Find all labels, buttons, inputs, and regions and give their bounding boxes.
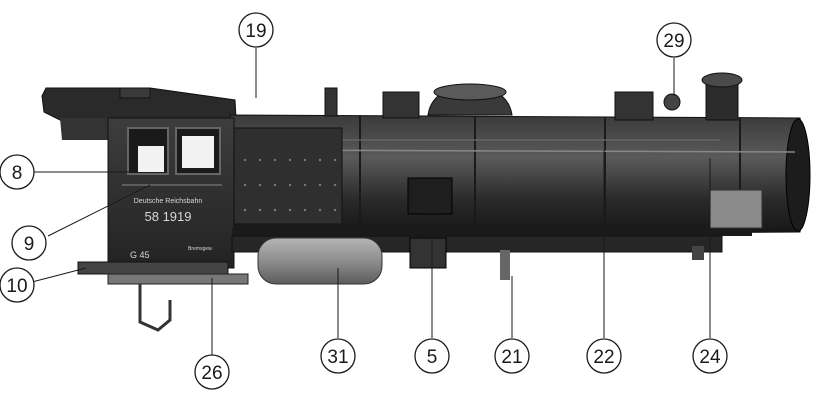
- top-fitting: [324, 87, 338, 117]
- callout-9-label: 9: [24, 234, 35, 255]
- coupling-hook: [138, 284, 172, 332]
- callout-21-label: 21: [501, 347, 522, 368]
- callout-26-label: 26: [201, 363, 222, 384]
- chimney-top: [701, 72, 743, 88]
- callout-8-label: 8: [12, 163, 23, 184]
- callouts: 19 29 8 9 10 26 31 5: [0, 12, 728, 390]
- front-box: [709, 189, 763, 229]
- smokebox-door: [785, 118, 811, 232]
- callout-24: 24: [692, 338, 728, 374]
- buffer-beam: [77, 261, 229, 275]
- callout-31-label: 31: [327, 347, 348, 368]
- callout-5-label: 5: [427, 347, 438, 368]
- leader-lines: [31, 48, 711, 356]
- weight-mark: Bremsgew.: [188, 246, 213, 252]
- top-fitting: [614, 91, 654, 121]
- locomotive-body: Deutsche Reichsbahn 58 1919 G 45 Bremsge…: [41, 72, 811, 332]
- callout-21: 21: [494, 338, 530, 374]
- owner-lettering: Deutsche Reichsbahn: [134, 198, 203, 205]
- callout-24-label: 24: [699, 347, 721, 368]
- callout-5: 5: [414, 338, 450, 374]
- callout-29: 29: [656, 22, 692, 58]
- cylinder-cocks: [409, 237, 447, 269]
- under-pipe: [692, 246, 704, 260]
- class-mark: G 45: [130, 250, 150, 260]
- callout-31: 31: [320, 338, 356, 374]
- callout-8: 8: [0, 154, 35, 190]
- callout-9: 9: [11, 225, 47, 261]
- running-board: [232, 228, 752, 236]
- roof-vent: [119, 87, 151, 99]
- bell-fitting: [663, 93, 681, 111]
- callout-26: 26: [194, 354, 230, 390]
- callout-22-label: 22: [593, 347, 614, 368]
- callout-29-label: 29: [663, 31, 684, 52]
- callout-10: 10: [0, 267, 35, 303]
- cylinder-block: [407, 177, 453, 215]
- cab-roof: [41, 87, 237, 121]
- rivet-rows: [243, 158, 337, 212]
- callout-19-label: 19: [245, 21, 266, 42]
- cab-window-rear-glass: [138, 146, 164, 172]
- firebox-panel: [231, 127, 343, 225]
- callout-22: 22: [586, 338, 622, 374]
- leader-9: [47, 184, 151, 237]
- air-tank: [257, 237, 383, 285]
- under-pipe: [500, 250, 510, 280]
- callout-19: 19: [238, 12, 274, 48]
- callout-10-label: 10: [6, 276, 27, 297]
- leader-10: [31, 267, 87, 283]
- footplate-step: [107, 273, 249, 285]
- number-plate: 58 1919: [145, 209, 192, 224]
- steam-dome-top: [433, 83, 507, 101]
- cab-rear-overhang: [60, 118, 120, 140]
- top-fitting: [382, 91, 420, 119]
- cab-window-front-glass: [182, 136, 214, 168]
